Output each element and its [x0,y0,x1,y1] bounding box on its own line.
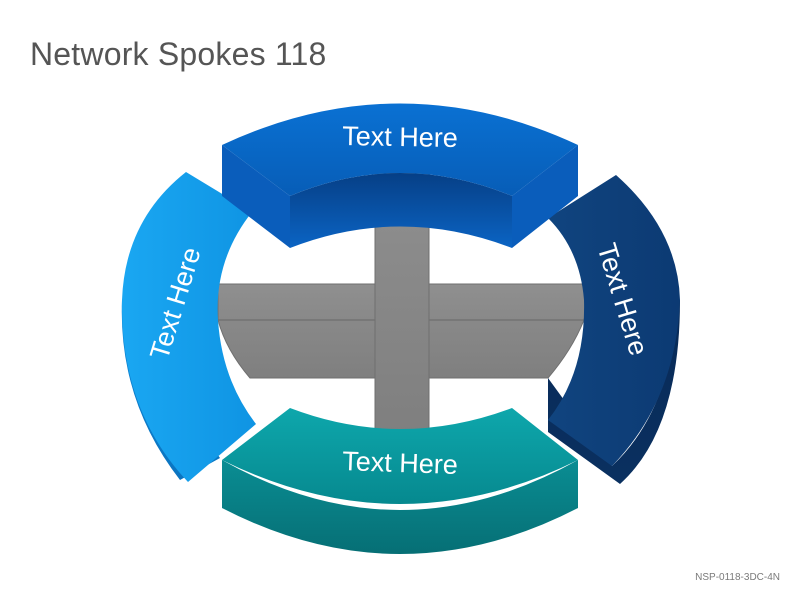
segment-left [121,172,256,482]
segment-bottom [222,408,578,554]
segment-bottom-label: Text Here [342,446,459,480]
page-title: Network Spokes 118 [30,36,327,72]
segment-top-label: Text Here [342,121,458,153]
slide-code: NSP-0118-3DC-4N [695,572,780,583]
segment-top [222,103,578,248]
segment-right [548,175,680,484]
